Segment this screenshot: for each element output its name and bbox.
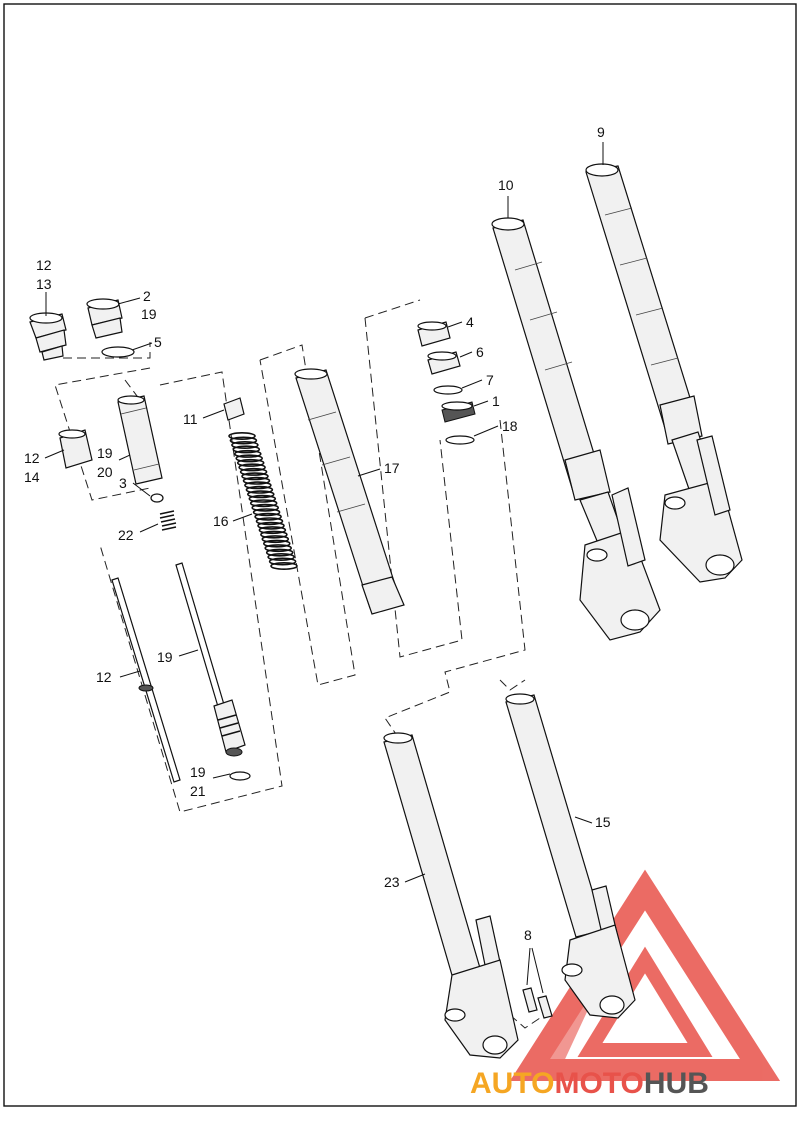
fork-cap-12-13: [29, 312, 67, 361]
spring-coil: [245, 485, 274, 494]
spring-coil: [264, 544, 293, 553]
diagram-frame: [3, 3, 797, 1107]
label-13: 13: [36, 276, 52, 292]
label-19a: 19: [141, 306, 157, 322]
bushing-6: [427, 351, 461, 375]
spring-coil: [235, 454, 263, 463]
spring-coil: [249, 499, 278, 508]
spring-coil: [228, 431, 256, 440]
watermark-moto: MOTO: [554, 1067, 643, 1100]
o-ring-5-icon: [101, 346, 135, 358]
spring-coil: [229, 436, 258, 445]
fork-cap-2-19: [86, 298, 123, 339]
label-14: 14: [24, 469, 40, 485]
watermark-auto: AUTO: [470, 1067, 554, 1100]
label-16: 16: [213, 513, 229, 529]
label-1: 1: [492, 393, 500, 409]
spring-coil: [246, 490, 275, 499]
label-5: 5: [154, 334, 162, 350]
label-9: 9: [597, 124, 605, 140]
main-spring-16: [228, 431, 298, 570]
label-17: 17: [384, 460, 400, 476]
label-23: 23: [384, 874, 400, 890]
spring-coil: [248, 494, 277, 503]
label-4: 4: [466, 314, 474, 330]
label-12b: 12: [24, 450, 40, 466]
spring-coil: [261, 535, 290, 544]
label-15: 15: [595, 814, 611, 830]
label-19c: 19: [157, 649, 173, 665]
spring-coil: [265, 548, 294, 557]
label-18: 18: [502, 418, 518, 434]
spring-coil: [258, 526, 287, 535]
label-12c: 12: [96, 669, 112, 685]
spring-coil: [260, 530, 288, 539]
spring-coil: [267, 552, 295, 561]
label-19d: 19: [190, 764, 206, 780]
lower-fork-leg-23: [383, 732, 519, 1059]
spring-coil: [232, 445, 261, 454]
callout-labels: 9 10 12 13 2 19 5 12 14 19 20 3 22 11 16…: [24, 124, 611, 943]
spring-coil: [244, 481, 272, 490]
label-6: 6: [476, 344, 484, 360]
spring-coil: [257, 521, 285, 530]
spring-coil: [252, 508, 281, 517]
label-3: 3: [119, 475, 127, 491]
label-8: 8: [524, 927, 532, 943]
label-11: 11: [183, 411, 198, 427]
watermark-text: AUTOMOTOHUB: [470, 1067, 709, 1100]
spring-coil: [262, 539, 291, 548]
spring-coil: [236, 458, 265, 467]
outer-fork-leg-10: [491, 217, 661, 641]
washer-3-icon: [150, 493, 164, 503]
washer-7-icon: [433, 385, 463, 395]
label-7: 7: [486, 372, 494, 388]
bolt-8: [522, 987, 553, 1019]
seal-1: [441, 401, 476, 423]
spring-coil: [268, 557, 297, 566]
label-22: 22: [118, 527, 134, 543]
washer-21-icon: [229, 771, 251, 781]
damper-rod-12: [111, 577, 181, 783]
spring-coil: [251, 503, 280, 512]
adjuster-12-14: [58, 429, 93, 469]
small-spring-22: [159, 510, 177, 531]
cartridge-body-19-20: [117, 395, 163, 485]
inner-tube-17: [294, 368, 405, 615]
spring-coil: [239, 467, 268, 476]
bushing-4: [417, 321, 451, 347]
spring-coil: [241, 472, 269, 481]
leader-lines: [44, 142, 604, 994]
label-21: 21: [190, 783, 206, 799]
label-10: 10: [498, 177, 514, 193]
label-12a: 12: [36, 257, 52, 273]
spring-coil: [234, 449, 262, 458]
clip-18-icon: [445, 435, 475, 445]
spring-coil: [238, 463, 266, 472]
spring-coil: [242, 476, 271, 485]
damper-rod-19: [175, 562, 246, 757]
spring-coil: [254, 512, 282, 521]
lower-fork-leg-15: [505, 693, 636, 1019]
label-2: 2: [143, 288, 151, 304]
watermark-hub: HUB: [644, 1067, 709, 1100]
label-20: 20: [97, 464, 113, 480]
label-19b: 19: [97, 445, 113, 461]
spring-coil: [255, 517, 284, 526]
spring-coil: [270, 561, 298, 570]
outer-fork-leg-9: [585, 163, 743, 583]
spring-coil: [231, 440, 259, 449]
nut-11: [223, 397, 245, 421]
